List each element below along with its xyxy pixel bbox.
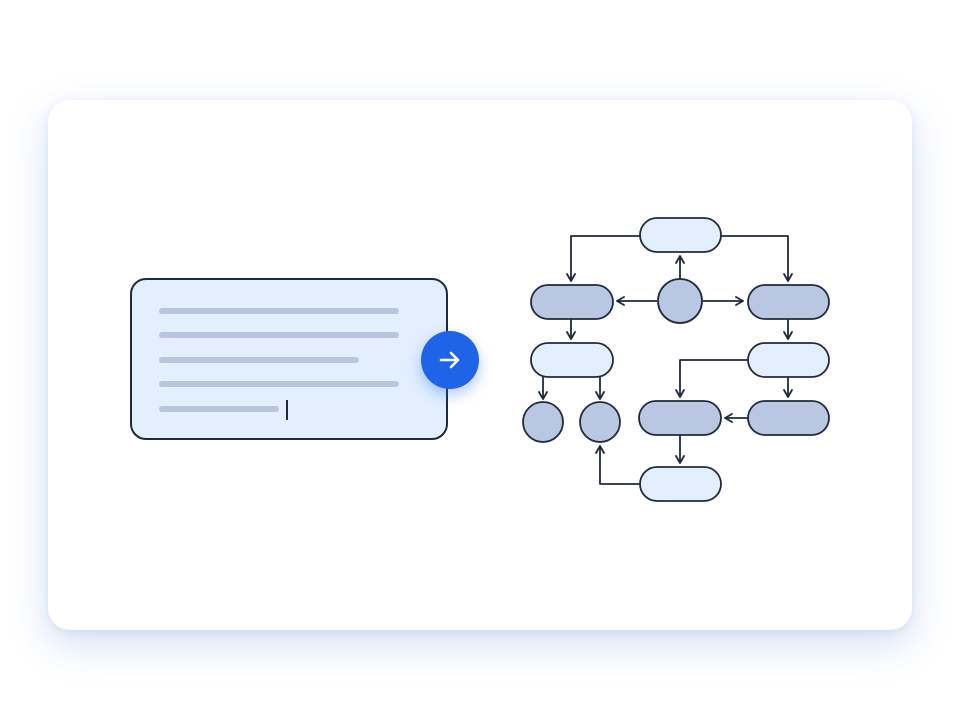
prompt-input-box[interactable]: [130, 278, 448, 440]
edge-bottom-to-circle-b: [595, 445, 640, 485]
text-line-1: [159, 308, 399, 314]
flow-node-center-pill[interactable]: [638, 400, 722, 436]
text-line-3: [159, 357, 359, 363]
flow-node-hub[interactable]: [657, 278, 703, 324]
flow-node-circle-b[interactable]: [579, 401, 621, 443]
text-line-5: [159, 406, 279, 412]
text-line-2: [159, 332, 399, 338]
flow-node-top[interactable]: [639, 217, 722, 253]
edge-right-mid-to-center-pill: [675, 359, 748, 398]
flow-node-right-pill[interactable]: [747, 284, 830, 320]
edge-top-to-left-pill: [566, 235, 640, 282]
flow-node-circle-a[interactable]: [522, 401, 564, 443]
text-line-4: [159, 381, 399, 387]
flow-node-right-mid[interactable]: [747, 342, 830, 378]
arrow-right-icon: [439, 351, 460, 369]
flow-node-bottom[interactable]: [639, 466, 722, 502]
flow-node-right-bottom[interactable]: [747, 400, 830, 436]
flow-node-left-pill[interactable]: [530, 284, 614, 320]
flow-node-left-mid[interactable]: [530, 342, 614, 378]
edge-top-to-right-pill: [721, 235, 793, 282]
submit-button[interactable]: [421, 331, 479, 389]
text-caret: [286, 400, 288, 420]
